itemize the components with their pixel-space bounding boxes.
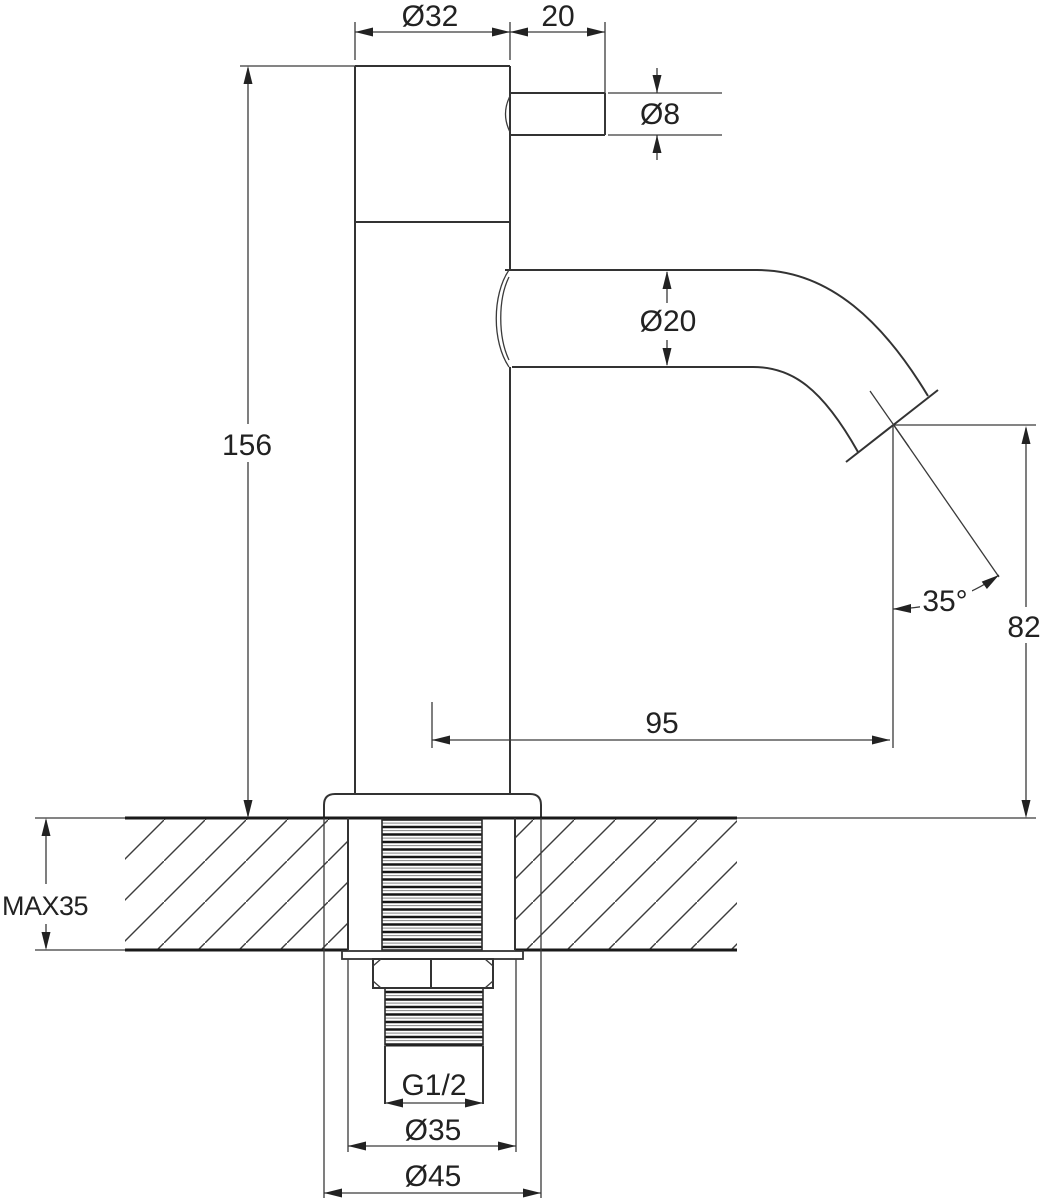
dimension-hole-diameter: Ø35 xyxy=(348,1114,516,1151)
washer xyxy=(341,950,524,960)
faucet-body xyxy=(354,65,511,794)
dimension-outlet-height: 82 xyxy=(892,424,1041,818)
threaded-shank xyxy=(381,818,484,1104)
upper-thread xyxy=(381,818,483,951)
dim-label-thread-size: G1/2 xyxy=(401,1069,466,1102)
handle-pin xyxy=(504,92,606,136)
dimension-base-diameter: Ø45 xyxy=(324,1160,541,1198)
dimension-max-mounting-thickness: MAX35 xyxy=(2,818,89,950)
mounting-nut xyxy=(372,958,494,989)
dim-label-handle-length: 20 xyxy=(541,0,574,33)
shank-tail xyxy=(384,1046,484,1104)
spout xyxy=(495,269,939,463)
base-flange xyxy=(323,793,542,818)
dimension-top-diameter: Ø32 xyxy=(354,0,511,60)
dim-label-total-height: 156 xyxy=(222,429,272,462)
dim-label-hole-diameter: Ø35 xyxy=(405,1114,462,1147)
deck-hatch-left xyxy=(125,818,348,950)
dim-label-spout-reach: 95 xyxy=(645,707,678,740)
dimension-handle-diameter: Ø8 xyxy=(608,68,722,160)
dimension-thread-size: G1/2 xyxy=(385,1069,483,1108)
dimension-handle-length: 20 xyxy=(510,0,606,135)
dim-label-handle-diameter: Ø8 xyxy=(640,98,680,131)
dimension-spout-diameter: Ø20 xyxy=(640,271,697,366)
dimension-spout-angle: 35° xyxy=(892,423,1000,618)
lower-thread xyxy=(384,987,484,1046)
deck-hatch-right xyxy=(515,818,737,950)
dim-label-top-diameter: Ø32 xyxy=(402,0,459,33)
dimension-total-height: 156 xyxy=(222,65,355,818)
mounting-deck xyxy=(35,816,1036,952)
dim-label-max-mounting-thickness: MAX35 xyxy=(2,891,88,921)
dimension-spout-reach: 95 xyxy=(431,702,890,748)
dim-label-base-diameter: Ø45 xyxy=(405,1160,462,1193)
dim-label-spout-angle: 35° xyxy=(922,585,967,618)
extension-lines xyxy=(323,818,542,1198)
dim-label-spout-diameter: Ø20 xyxy=(640,305,697,338)
dim-label-outlet-height: 82 xyxy=(1007,611,1040,644)
